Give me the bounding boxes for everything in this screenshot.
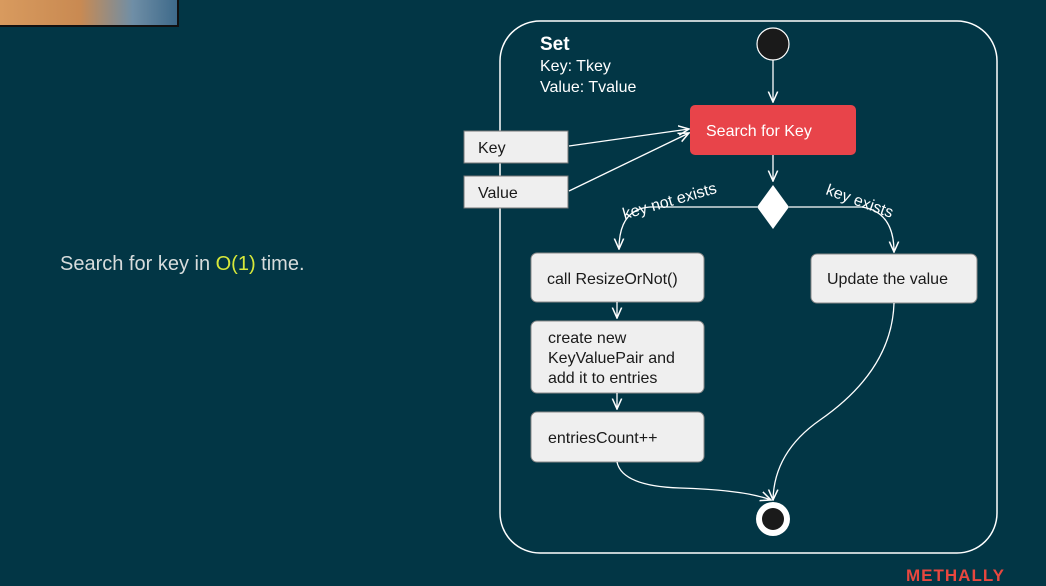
param-value: Value: Tvalue bbox=[540, 79, 636, 96]
caption-highlight: O(1) bbox=[215, 253, 256, 275]
edge-label-exists: key exists bbox=[824, 182, 896, 222]
create-node-line-3: add it to entries bbox=[548, 370, 657, 387]
initial-state bbox=[756, 27, 790, 61]
update-node-label: Update the value bbox=[827, 271, 948, 288]
set-container bbox=[499, 20, 998, 554]
edge-not-exists bbox=[619, 206, 757, 249]
input-key-label: Key bbox=[478, 140, 506, 157]
create-node-line-1: create new bbox=[548, 330, 627, 347]
caption-text: Search for key in bbox=[60, 253, 216, 275]
count-node-label: entriesCount++ bbox=[548, 430, 657, 447]
container-title: Set bbox=[540, 34, 570, 55]
input-key bbox=[463, 130, 569, 164]
caption-text-end: time. bbox=[255, 253, 305, 275]
edge-count-final bbox=[616, 461, 771, 500]
edge-exists bbox=[789, 206, 894, 252]
decision-diamond bbox=[757, 185, 789, 229]
edge-label-not-exists: key not exists bbox=[621, 180, 719, 223]
input-value-label: Value bbox=[478, 185, 518, 202]
search-node-label: Search for Key bbox=[706, 123, 812, 140]
resize-node-label: call ResizeOrNot() bbox=[547, 271, 678, 288]
slide-caption: Search for key in O(1) time. bbox=[60, 253, 305, 276]
edge-value-search bbox=[568, 133, 689, 192]
search-node bbox=[690, 105, 856, 155]
input-value bbox=[463, 175, 569, 209]
brand-logo: METHALLY bbox=[906, 566, 1005, 585]
edge-update-final bbox=[773, 302, 895, 500]
final-state-dot bbox=[762, 508, 784, 530]
param-key: Key: Tkey bbox=[540, 58, 611, 75]
create-node-line-2: KeyValuePair and bbox=[548, 350, 675, 367]
edge-key-search bbox=[568, 129, 689, 147]
webcam-overlay bbox=[0, 0, 179, 27]
